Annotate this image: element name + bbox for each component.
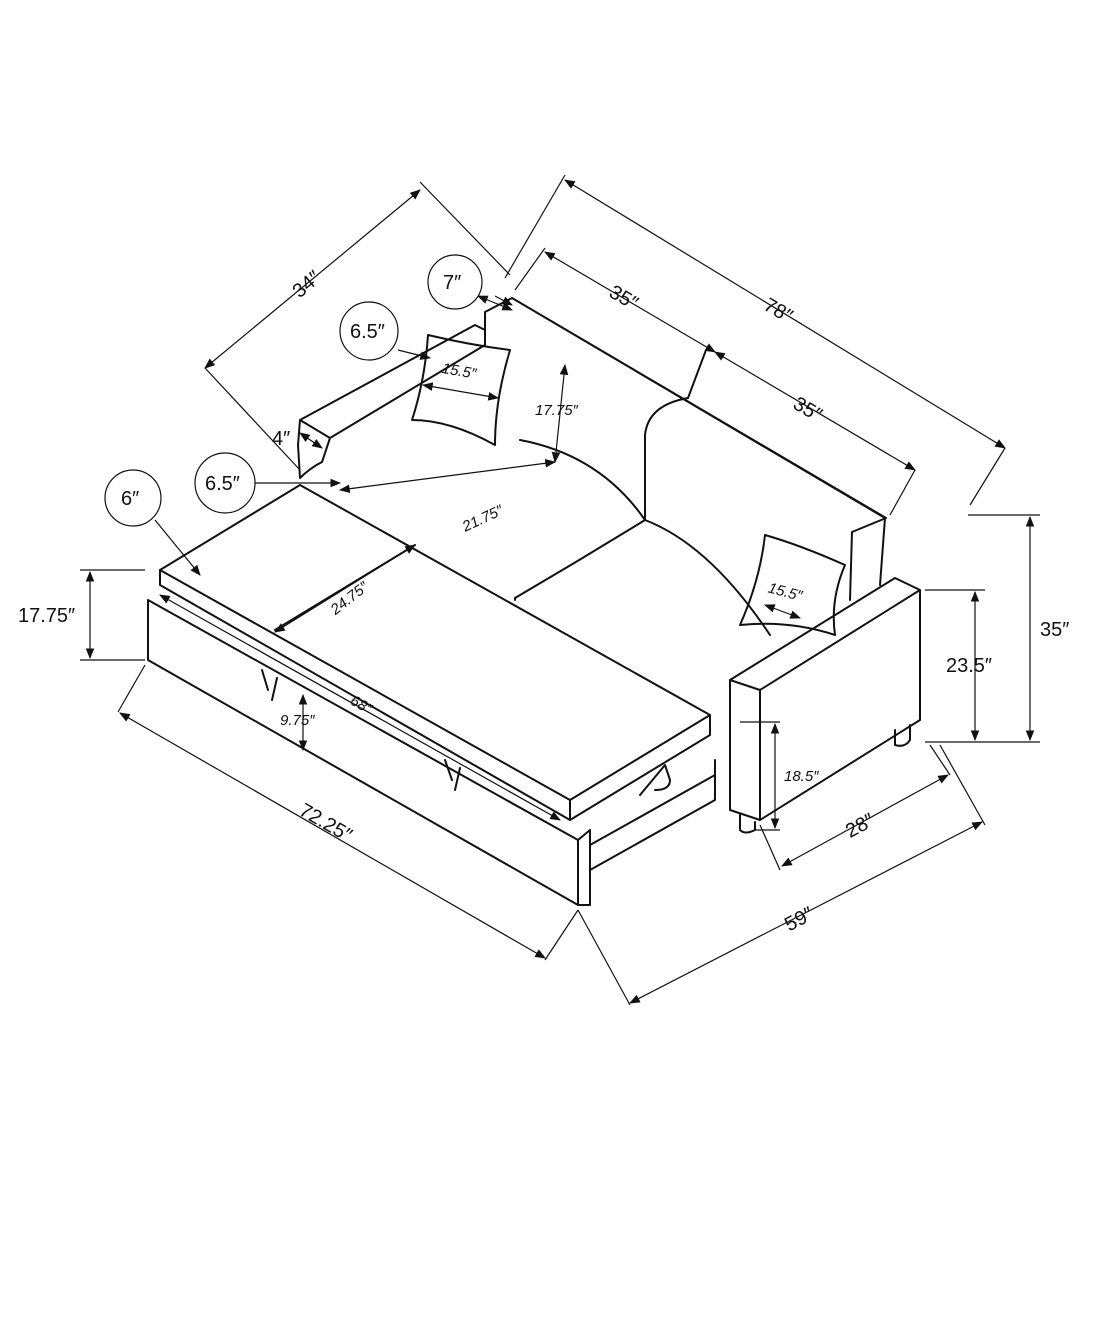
label-72-25: 72.25″: [295, 799, 355, 847]
label-78: 78″: [760, 294, 796, 328]
left-pillow: [411, 334, 511, 446]
sofa-back: [484, 297, 887, 601]
callout-circle-6-5-arm: [194, 452, 256, 514]
label-4: 4″: [272, 428, 290, 450]
back-seam: [687, 349, 707, 399]
label-6-5-arm: 6.5″: [205, 473, 240, 495]
callout-circle-6: [104, 469, 162, 527]
label-59: 59″: [781, 903, 817, 936]
label-17-75-bed: 17.75″: [18, 605, 75, 627]
label-34: 34″: [289, 267, 326, 303]
label-23-5: 23.5″: [946, 655, 992, 677]
label-35-left: 35″: [605, 281, 641, 315]
label-21-75: 21.75″: [459, 502, 507, 536]
label-35-height: 35″: [1040, 619, 1069, 641]
right-arm: [729, 577, 921, 834]
callout-circle-7: [427, 254, 483, 310]
seat-cushion-right: [514, 519, 771, 636]
dimension-lines: [80, 174, 1040, 1006]
sofa-outline: [147, 297, 921, 906]
label-15-5-right: 15.5″: [766, 580, 804, 606]
label-6-5-pillow: 6.5″: [350, 321, 385, 343]
right-pillow: [739, 534, 846, 636]
callout-circle-6-5-pillow: [339, 301, 399, 361]
label-28: 28″: [842, 809, 878, 842]
label-35-right: 35″: [789, 393, 825, 427]
left-arm: [297, 324, 486, 479]
label-15-5-left: 15.5″: [441, 360, 479, 383]
label-6: 6″: [121, 488, 139, 510]
bed-base: [147, 599, 716, 906]
label-18-5: 18.5″: [784, 768, 819, 785]
label-7: 7″: [443, 272, 461, 294]
label-17-75-back: 17.75″: [535, 402, 579, 419]
label-9-75: 9.75″: [280, 712, 315, 729]
